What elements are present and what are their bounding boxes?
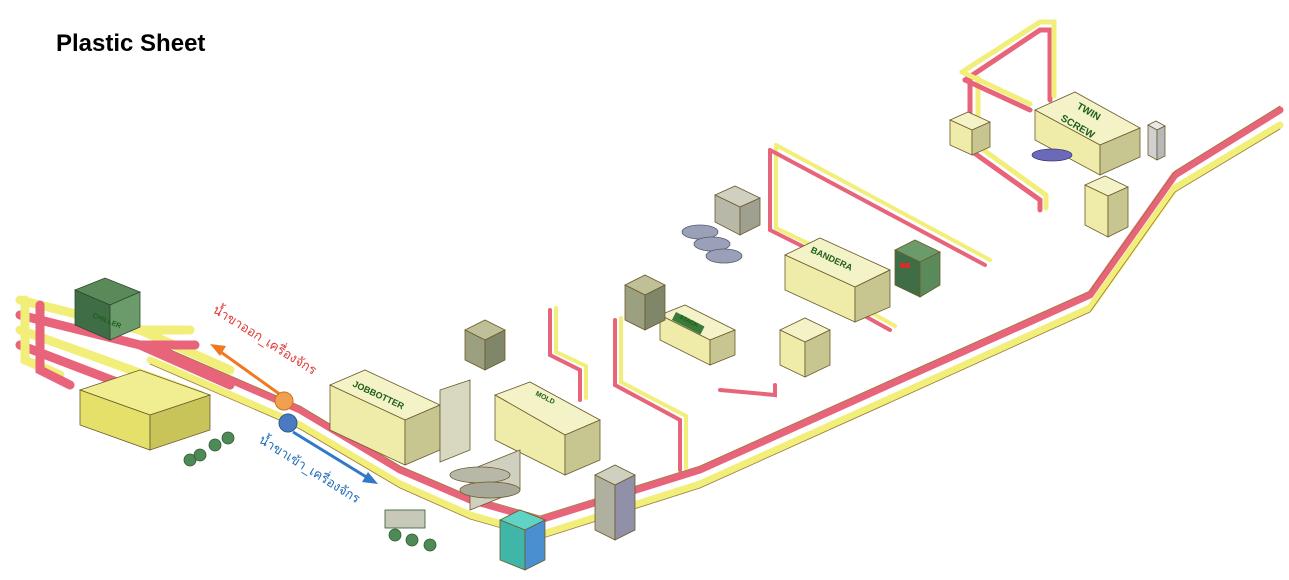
small-cabinet-1 [464,319,506,371]
chiller-unit: CHILLER [15,277,235,467]
upright-cabinet-1 [594,464,636,541]
water-in-node [278,413,298,433]
jobbotter-machine: JOBBOTTER [329,369,441,466]
twin-screw-cabinet-left [949,111,991,156]
cooling-cabinet-cyan [499,509,546,571]
water-out-node [274,391,294,411]
bandera-machine: BANDERA [784,237,891,323]
small-cabinet-2 [624,274,666,331]
control-panel-green [894,239,941,298]
page-title: Plastic Sheet [56,30,206,57]
cabinet-right-of-stack [779,317,831,378]
filter-bank [681,185,761,264]
twin-screw-cabinet-lower [1084,175,1129,238]
branch-pipes [548,143,992,472]
electric-box [1147,120,1166,161]
mold-machine: MOLD [494,381,601,476]
pump-set-lower [384,509,437,552]
stack-machine: STACK [659,304,736,366]
roller-stand [439,379,521,511]
twin-screw-extruder: TWIN SCREW [1031,91,1141,176]
